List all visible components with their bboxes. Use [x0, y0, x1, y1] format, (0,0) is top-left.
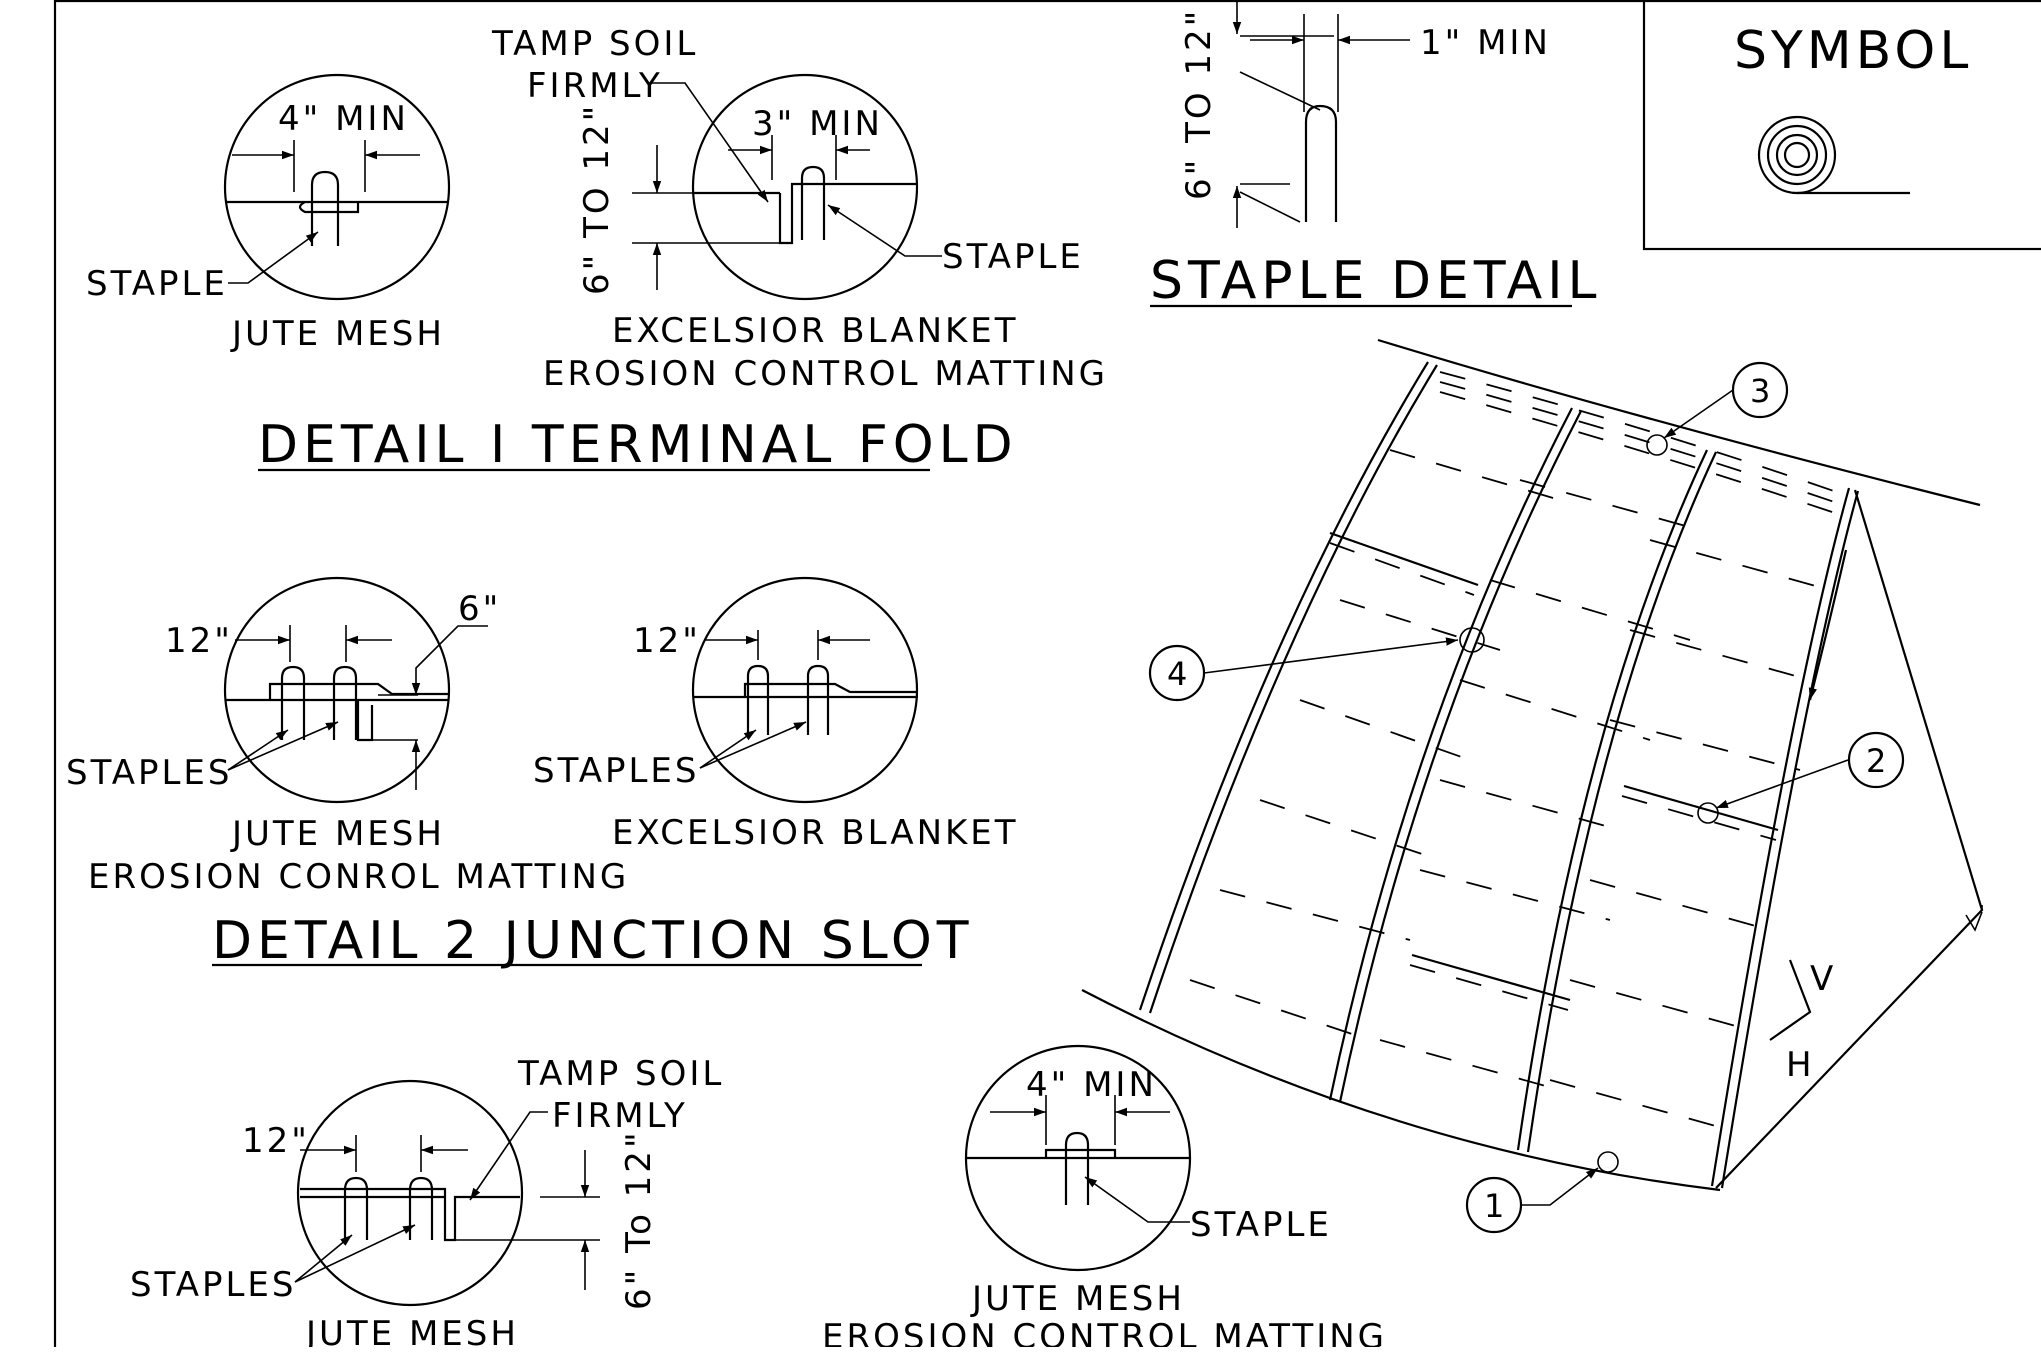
symbol-box: SYMBOL — [1642, 0, 2041, 251]
terminal-fold-jute-mesh: 4" MIN STAPLE JUTE MESH — [86, 73, 451, 354]
staple-length-dim: 6" TO 12" — [1179, 8, 1219, 200]
junction-excelsior-spacing: 12" — [633, 621, 701, 661]
bottom-left-staples: STAPLES — [130, 1265, 296, 1305]
junction-slot-jute-mesh: 12" 6" STAPLES JUTE MESH EROSION CONROL … — [66, 576, 629, 897]
junction-slot-excelsior: 12" STAPLES EXCELSIOR BLANKET — [533, 576, 1019, 853]
junction-jute-staples: STAPLES — [66, 753, 232, 793]
sheet-border — [53, 0, 2041, 1347]
terminal-fold-tamp-line1: TAMP SOIL — [491, 24, 698, 64]
terminal-fold-jute-caption: JUTE MESH — [230, 314, 445, 354]
bottom-center-dim: 4" MIN — [1026, 1065, 1157, 1105]
bottom-left-anchor-detail: 12" TAMP SOIL FIRMLY 6" To 12" STAPLES J… — [130, 1054, 724, 1352]
callout-3: 3 — [1646, 361, 1789, 456]
callout-4: 4 — [1148, 627, 1485, 702]
junction-slot-title: DETAIL 2 JUNCTION SLOT — [212, 911, 974, 971]
bottom-center-staple: STAPLE — [1190, 1205, 1332, 1245]
matting-roll-icon — [1757, 115, 1910, 195]
terminal-fold-excelsior-dim: 3" MIN — [752, 104, 883, 144]
terminal-fold-title: DETAIL I TERMINAL FOLD — [258, 415, 1018, 475]
bottom-center-caption2: EROSION CONTROL MATTING — [822, 1317, 1387, 1347]
bottom-left-tamp-line1: TAMP SOIL — [517, 1054, 724, 1094]
bottom-center-overlap-detail: 4" MIN STAPLE JUTE MESH EROSION CONTROL … — [822, 1044, 1387, 1352]
terminal-fold-jute-staple: STAPLE — [86, 264, 228, 304]
channel-perspective: V H — [1081, 338, 1984, 1192]
bottom-left-spacing: 12" — [242, 1121, 310, 1161]
junction-jute-spacing: 12" — [165, 621, 233, 661]
bottom-left-tamp-line2: FIRMLY — [552, 1096, 688, 1136]
terminal-fold-excelsior-staple: STAPLE — [942, 237, 1084, 277]
bottom-left-caption: JUTE MESH — [304, 1314, 519, 1347]
bottom-left-depth: 6" To 12" — [619, 1129, 659, 1310]
slope-v-label: V — [1810, 959, 1836, 999]
terminal-fold-tamp-line2: FIRMLY — [527, 66, 663, 106]
callout-3-label: 3 — [1750, 372, 1770, 410]
junction-jute-caption2: EROSION CONROL MATTING — [88, 857, 629, 897]
terminal-fold-excelsior: 3" MIN TAMP SOIL FIRMLY 6" TO 12" STAPLE… — [491, 24, 1108, 394]
junction-excelsior-staples: STAPLES — [533, 751, 699, 791]
terminal-fold-jute-dim: 4" MIN — [278, 99, 409, 139]
callout-2-label: 2 — [1866, 742, 1886, 780]
callout-1-label: 1 — [1484, 1187, 1504, 1225]
callout-4-label: 4 — [1167, 655, 1187, 693]
junction-jute-caption1: JUTE MESH — [230, 814, 445, 854]
slope-h-label: H — [1786, 1045, 1815, 1085]
junction-excelsior-caption: EXCELSIOR BLANKET — [612, 813, 1019, 853]
staple-detail: 6" TO 12" 1" MIN STAPLE DETAIL — [1150, 0, 1602, 311]
junction-jute-offset: 6" — [458, 589, 501, 629]
terminal-fold-excelsior-caption1: EXCELSIOR BLANKET — [612, 311, 1019, 351]
bottom-center-caption1: JUTE MESH — [970, 1279, 1185, 1319]
callout-1: 1 — [1465, 1151, 1619, 1234]
terminal-fold-excelsior-caption2: EROSION CONTROL MATTING — [543, 354, 1108, 394]
staple-detail-title: STAPLE DETAIL — [1150, 251, 1602, 311]
symbol-title: SYMBOL — [1734, 21, 1972, 81]
staple-width-dim: 1" MIN — [1420, 23, 1551, 63]
callout-2: 2 — [1697, 731, 1905, 824]
terminal-fold-excelsior-depth: 6" TO 12" — [577, 103, 617, 295]
